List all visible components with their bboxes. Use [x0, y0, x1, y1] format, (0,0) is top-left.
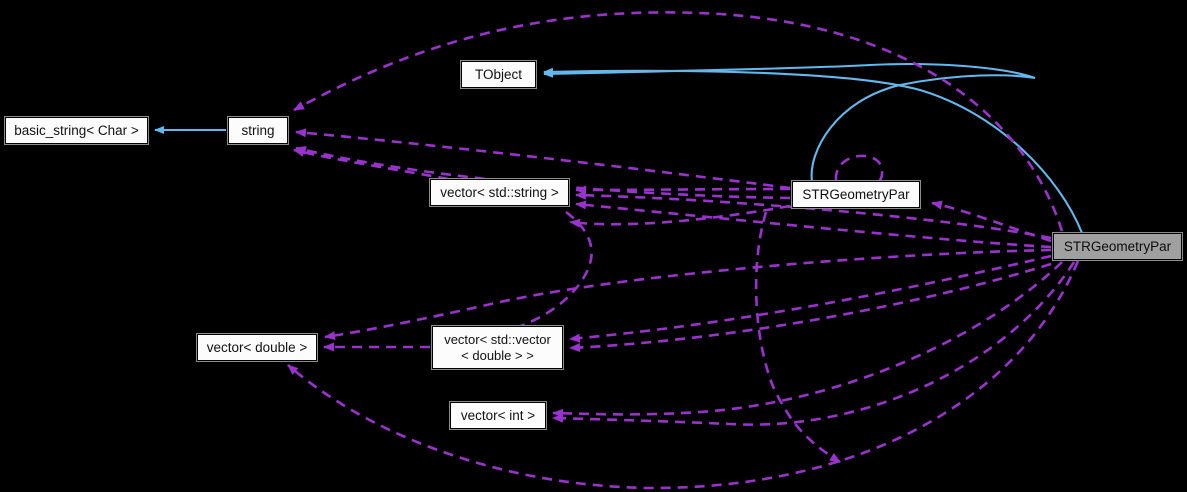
edge-vector_string-to-string — [293, 147, 449, 181]
edge-strgeometrypar_mid-to-string-a — [295, 128, 791, 190]
node-label: vector< std::string > — [440, 185, 559, 200]
node-tobject[interactable]: TObject — [460, 60, 537, 89]
node-label: STRGeometryPar — [802, 187, 910, 202]
edge-strgeometrypar_main-to-vector_double-b — [287, 260, 1080, 490]
edge-strgeometrypar_main-to-vector_string-b — [575, 200, 1052, 249]
edge-strgeometrypar_mid-self-loop — [834, 154, 884, 189]
node-label: vector< std::vector < double > > — [444, 331, 551, 363]
usage-edges — [287, 11, 1080, 490]
edge-curve-vector_string-down — [477, 210, 593, 341]
edge-strgeometrypar_main-to-vector_vector_double-a — [569, 254, 1052, 343]
edge-strgeometrypar_mid-to-tobject — [543, 63, 1036, 182]
inheritance-edges — [154, 63, 1083, 234]
edge-strgeometrypar_main-to-vector_int-b — [552, 261, 1076, 426]
node-label: basic_string< Char > — [14, 123, 139, 138]
node-vector-std-string[interactable]: vector< std::string > — [429, 178, 570, 207]
edge-strgeometrypar_main-to-tobject — [543, 67, 1083, 234]
node-strgeometrypar-related[interactable]: STRGeometryPar — [791, 180, 921, 209]
node-vector-int[interactable]: vector< int > — [449, 401, 547, 430]
node-label: string — [241, 123, 275, 138]
edge-strgeometrypar_main-to-vector_vector_double-b — [569, 262, 1052, 353]
edge-strgeometrypar_main-to-vector_string-a — [575, 190, 1052, 240]
node-label: TObject — [474, 67, 523, 82]
edge-strgeometrypar_mid-to-vector_string-lower — [569, 204, 791, 228]
edge-strgeometrypar_main-to-vector_double-a — [324, 248, 1052, 341]
node-label: vector< double > — [206, 340, 308, 355]
node-label: vector< int > — [460, 408, 536, 423]
node-basic-string-char[interactable]: basic_string< Char > — [4, 116, 149, 145]
edge-curve-mid-down-left — [754, 211, 841, 464]
node-strgeometrypar-current[interactable]: STRGeometryPar — [1052, 232, 1183, 261]
edge-strgeometrypar_main-to-string-top — [293, 11, 1064, 232]
edge-strgeometrypar_main-to-vector_int-a — [552, 261, 1063, 418]
node-vector-std-vector-double[interactable]: vector< std::vector < double > > — [431, 325, 564, 370]
edge-strgeometrypar_mid-to-vector_string — [575, 185, 791, 195]
node-label: STRGeometryPar — [1063, 239, 1172, 254]
node-string[interactable]: string — [227, 116, 289, 145]
node-vector-double[interactable]: vector< double > — [196, 333, 318, 362]
